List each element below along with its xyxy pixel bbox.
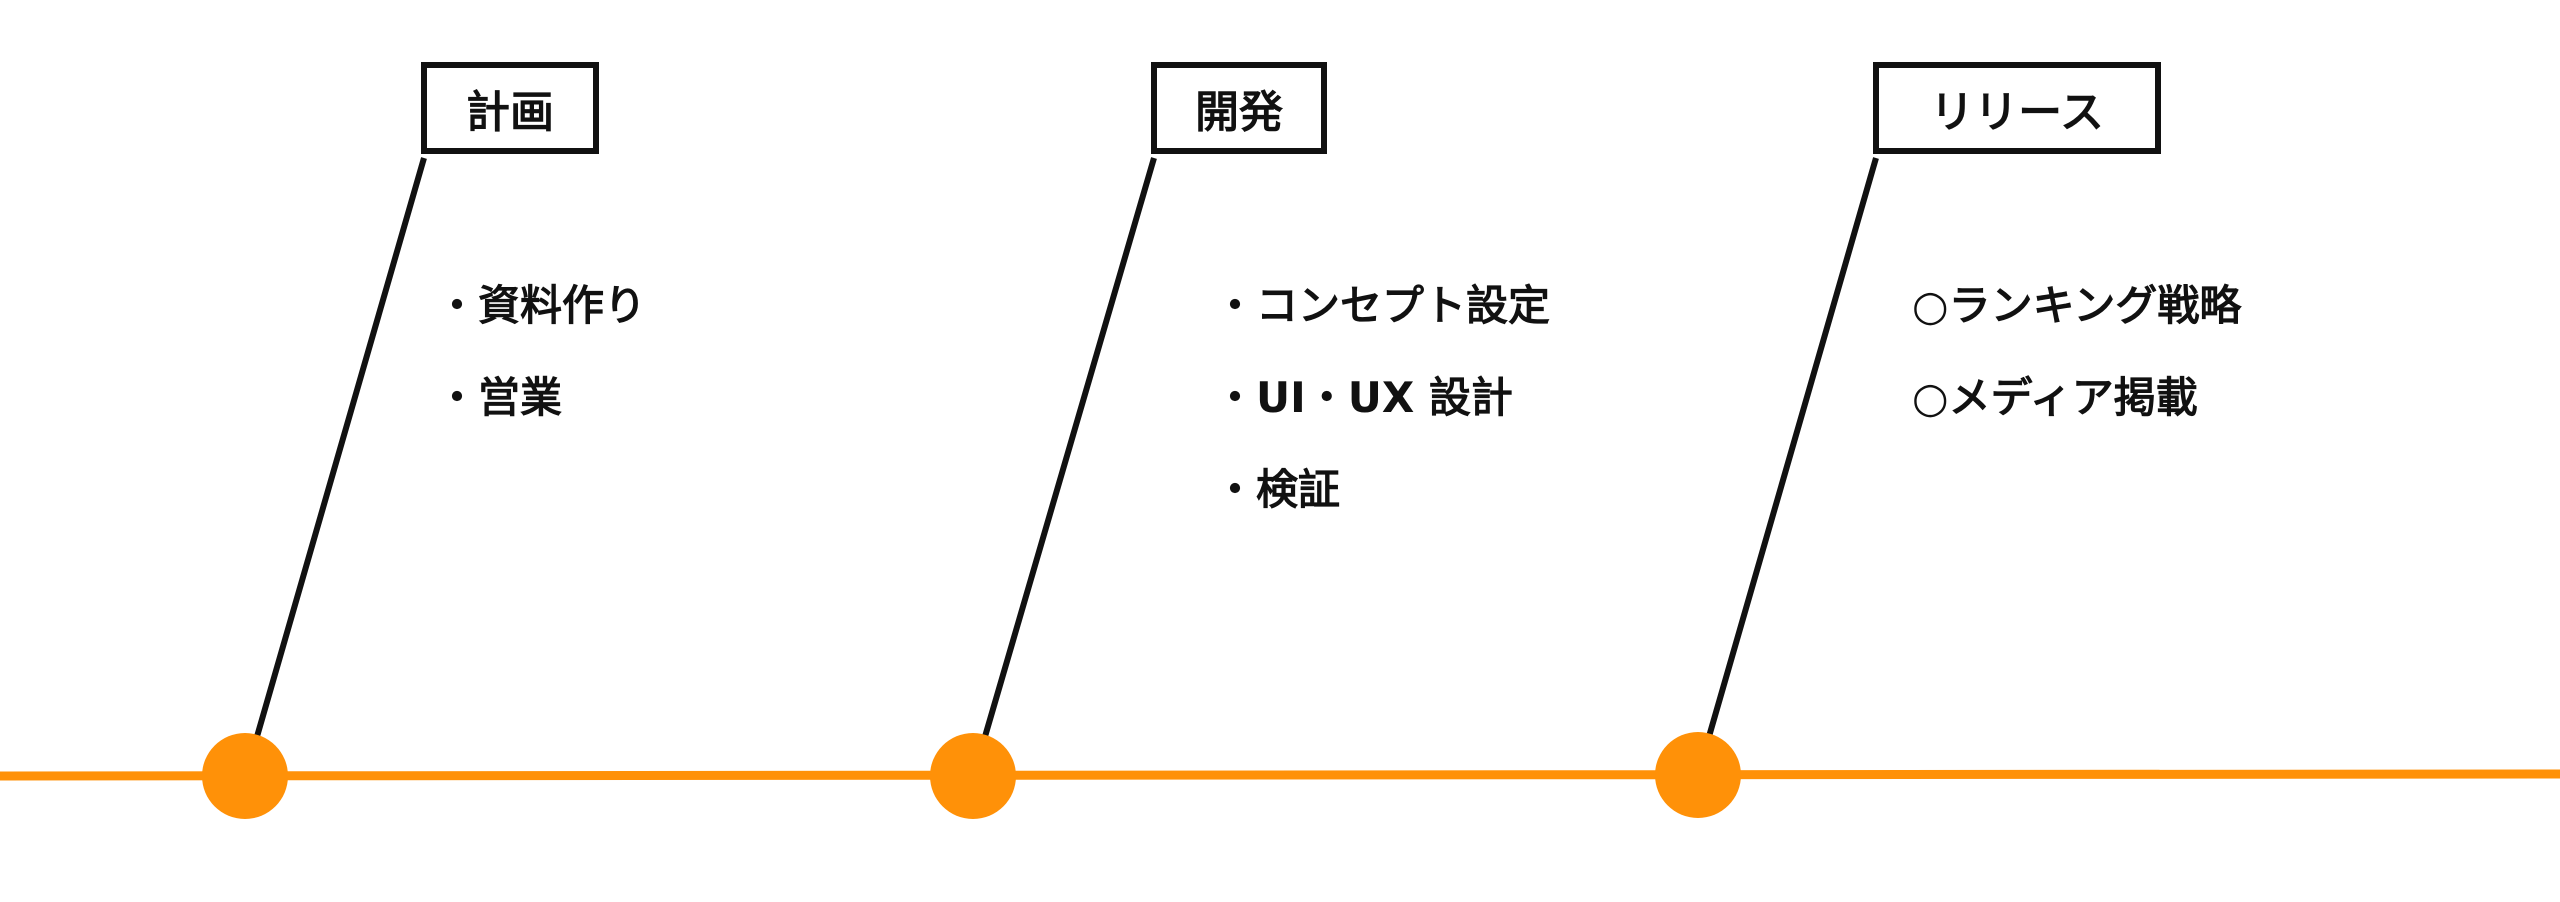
connector-line-plan	[253, 157, 427, 741]
phase-label-plan: 計画	[421, 62, 599, 154]
phase-items-dev: ・コンセプト設定 ・UI・UX 設計 ・検証	[1214, 260, 1550, 536]
phase-label-dev: 開発	[1151, 62, 1327, 154]
phase-title: 開発	[1195, 87, 1283, 138]
list-item: ・UI・UX 設計	[1214, 373, 1513, 422]
connector-line-release	[1705, 157, 1879, 741]
connector-line-dev	[981, 157, 1157, 741]
list-item: ・コンセプト設定	[1214, 281, 1551, 330]
list-item: ・営業	[436, 373, 563, 422]
list-item: ○メディア掲載	[1912, 373, 2198, 422]
list-item: ・検証	[1214, 465, 1341, 514]
phase-title: リリース	[1930, 87, 2104, 138]
phase-label-release: リリース	[1873, 62, 2161, 154]
timeline-axis	[0, 769, 2560, 781]
phase-items-release: ○ランキング戦略 ○メディア掲載	[1912, 260, 2241, 444]
phase-items-plan: ・資料作り ・営業	[436, 260, 646, 444]
phase-title: 計画	[466, 87, 554, 138]
list-item: ・資料作り	[436, 281, 647, 330]
milestone-dot-plan	[202, 733, 288, 819]
list-item: ○ランキング戦略	[1912, 281, 2242, 330]
milestone-dot-dev	[930, 733, 1016, 819]
milestone-dot-release	[1655, 732, 1741, 818]
